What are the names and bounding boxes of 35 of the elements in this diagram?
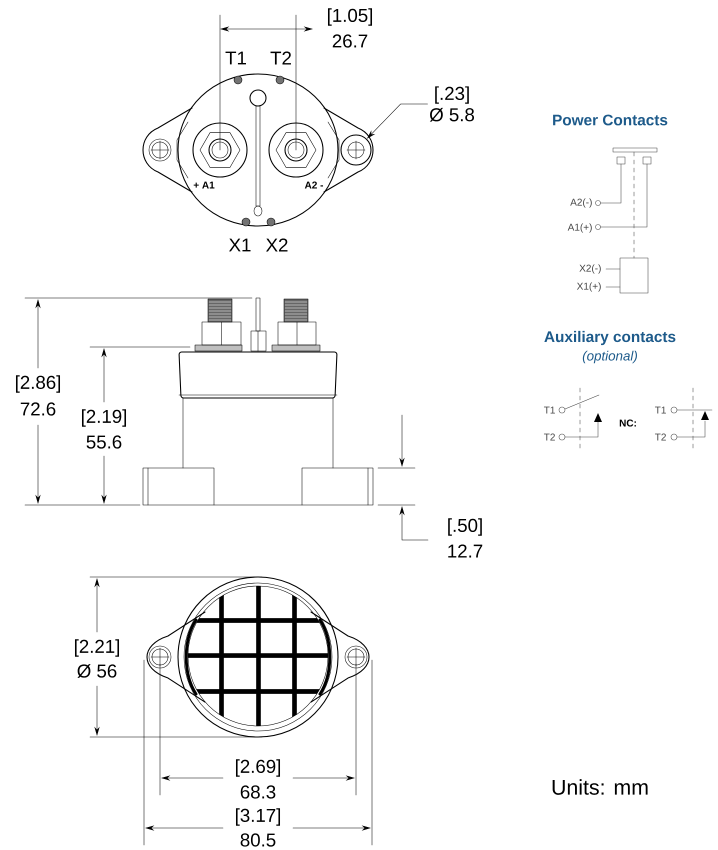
terminal-label: A2 - [304, 182, 324, 188]
dimension-text: [2.69] [236, 759, 280, 777]
terminal-label: T1 [544, 406, 555, 414]
terminal-label: T2 [544, 434, 555, 440]
dimension-text: 72.6 [20, 402, 56, 416]
terminal-label: T2 [270, 51, 291, 65]
section-heading: Power Contacts [553, 114, 668, 126]
dimension-text: [2.19] [82, 409, 126, 427]
terminal-label: X2(-) [579, 264, 601, 274]
dimension-text: 26.7 [332, 34, 368, 48]
terminal-label: X1 [229, 238, 250, 252]
section-heading: Auxiliary contacts [544, 330, 676, 346]
dimension-text: Ø 56 [77, 664, 116, 678]
terminal-label: X1(+) [576, 282, 601, 292]
contact-type-label: NC: [620, 419, 636, 427]
dimension-text: 55.6 [86, 435, 122, 449]
terminal-label: T1 [226, 52, 246, 64]
dimension-text: [2.86] [16, 375, 60, 393]
terminal-label: X2 [266, 238, 288, 252]
terminal-label: T1 [654, 406, 666, 414]
dimension-text: [.23] Ø 5.8 [430, 86, 474, 122]
dimension-text: 12.7 [448, 544, 482, 558]
terminal-label: T2 [654, 434, 666, 440]
dimension-text: [3.17] [236, 808, 280, 826]
dimension-text: [.50] [448, 518, 482, 536]
terminal-label: A1(+) [568, 223, 592, 233]
dimension-text: [1.05] [328, 8, 372, 26]
dimension-text: 68.3 [240, 785, 276, 799]
dimension-text: [2.21] [75, 639, 119, 657]
mounting-hole [340, 134, 372, 166]
dimension-text: 80.5 [240, 833, 276, 847]
units-note: Units: mm [552, 779, 648, 795]
terminal-label: A2(-) [570, 198, 592, 208]
terminal-label: + A1 [194, 182, 214, 188]
note-text: (optional) [582, 350, 637, 364]
